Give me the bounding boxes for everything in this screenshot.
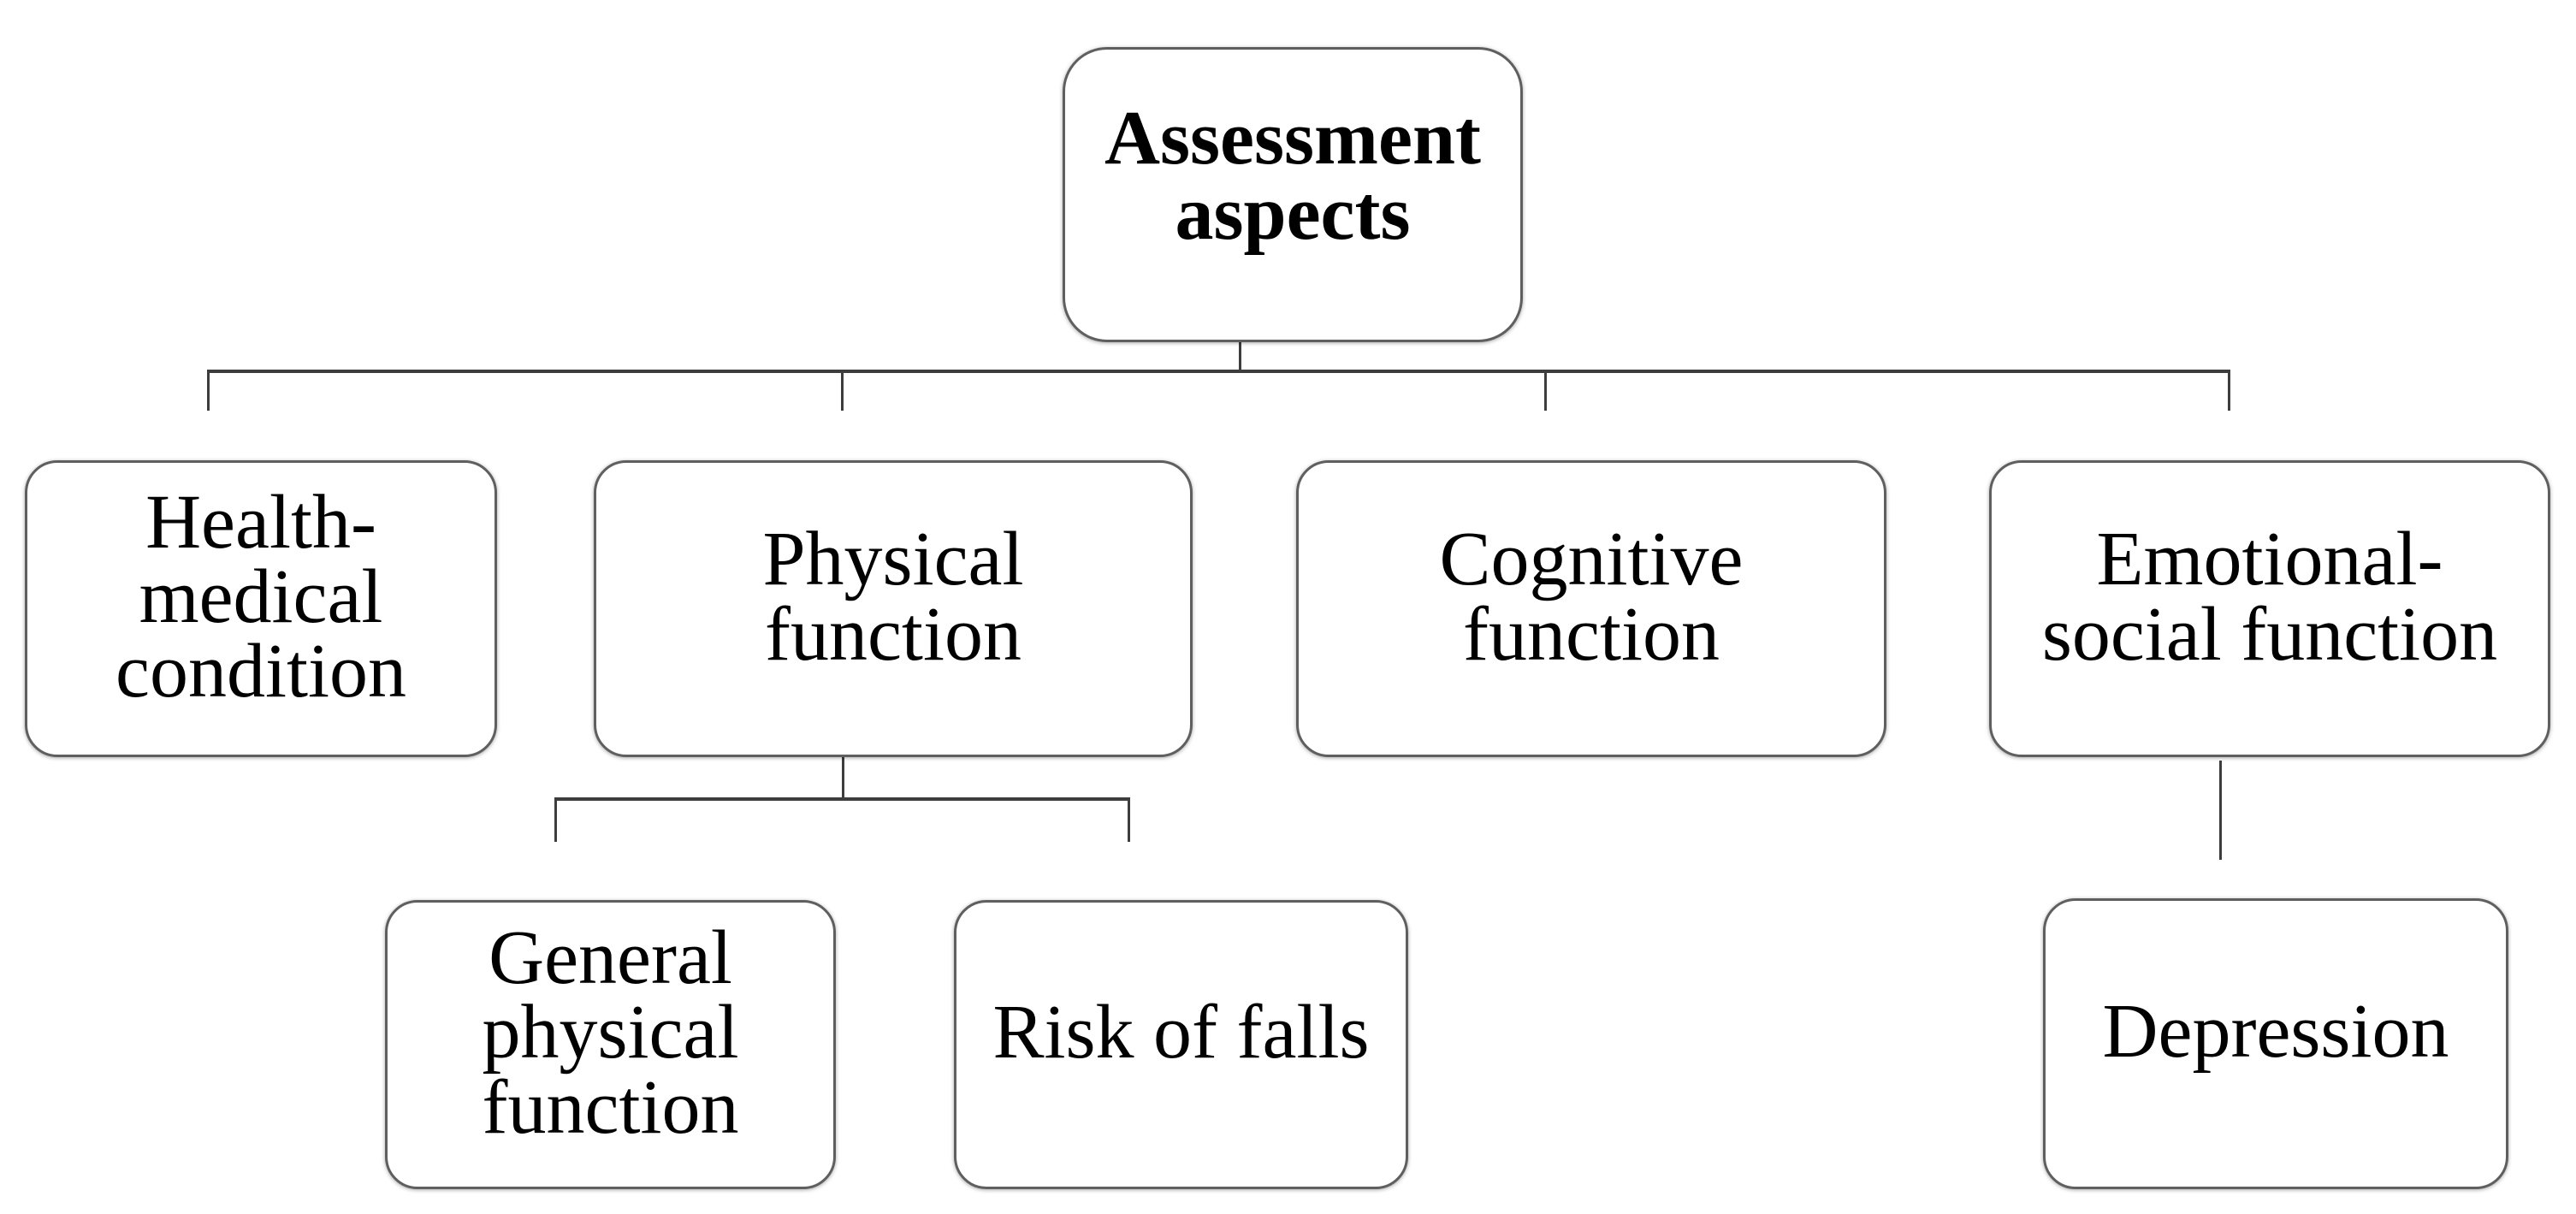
node-label: Risk of falls (992, 990, 1370, 1075)
node-risk-of-falls: Risk of falls (954, 900, 1408, 1189)
node-label: Assessment aspects (1104, 96, 1481, 256)
connector-drop-general-physical (554, 797, 557, 842)
node-physical-function: Physical function (594, 460, 1193, 757)
node-label: Cognitive function (1439, 517, 1744, 677)
connector-level2-horizontal (554, 797, 1130, 801)
node-health-medical-condition: Health- medical condition (25, 460, 497, 757)
node-cognitive-function: Cognitive function (1296, 460, 1886, 757)
node-label: Health- medical condition (115, 479, 406, 714)
connector-level1-horizontal (207, 370, 2230, 373)
connector-drop-health (207, 370, 210, 411)
connector-drop-risk-of-falls (1128, 797, 1130, 842)
connector-drop-physical (841, 370, 844, 411)
node-label: Emotional- social function (2041, 517, 2498, 677)
node-general-physical-function: General physical function (385, 900, 836, 1189)
node-label: Physical function (762, 517, 1024, 677)
connector-drop-emotional (2228, 370, 2230, 411)
connector-root-stem (1239, 342, 1241, 373)
node-emotional-social-function: Emotional- social function (1989, 460, 2550, 757)
connector-physical-stem (842, 757, 844, 800)
node-assessment-aspects: Assessment aspects (1063, 47, 1523, 342)
connector-emotional-depression (2219, 761, 2222, 860)
connector-drop-cognitive (1544, 370, 1547, 411)
node-depression: Depression (2043, 898, 2508, 1189)
node-label: General physical function (482, 915, 739, 1150)
node-label: Depression (2102, 989, 2449, 1075)
